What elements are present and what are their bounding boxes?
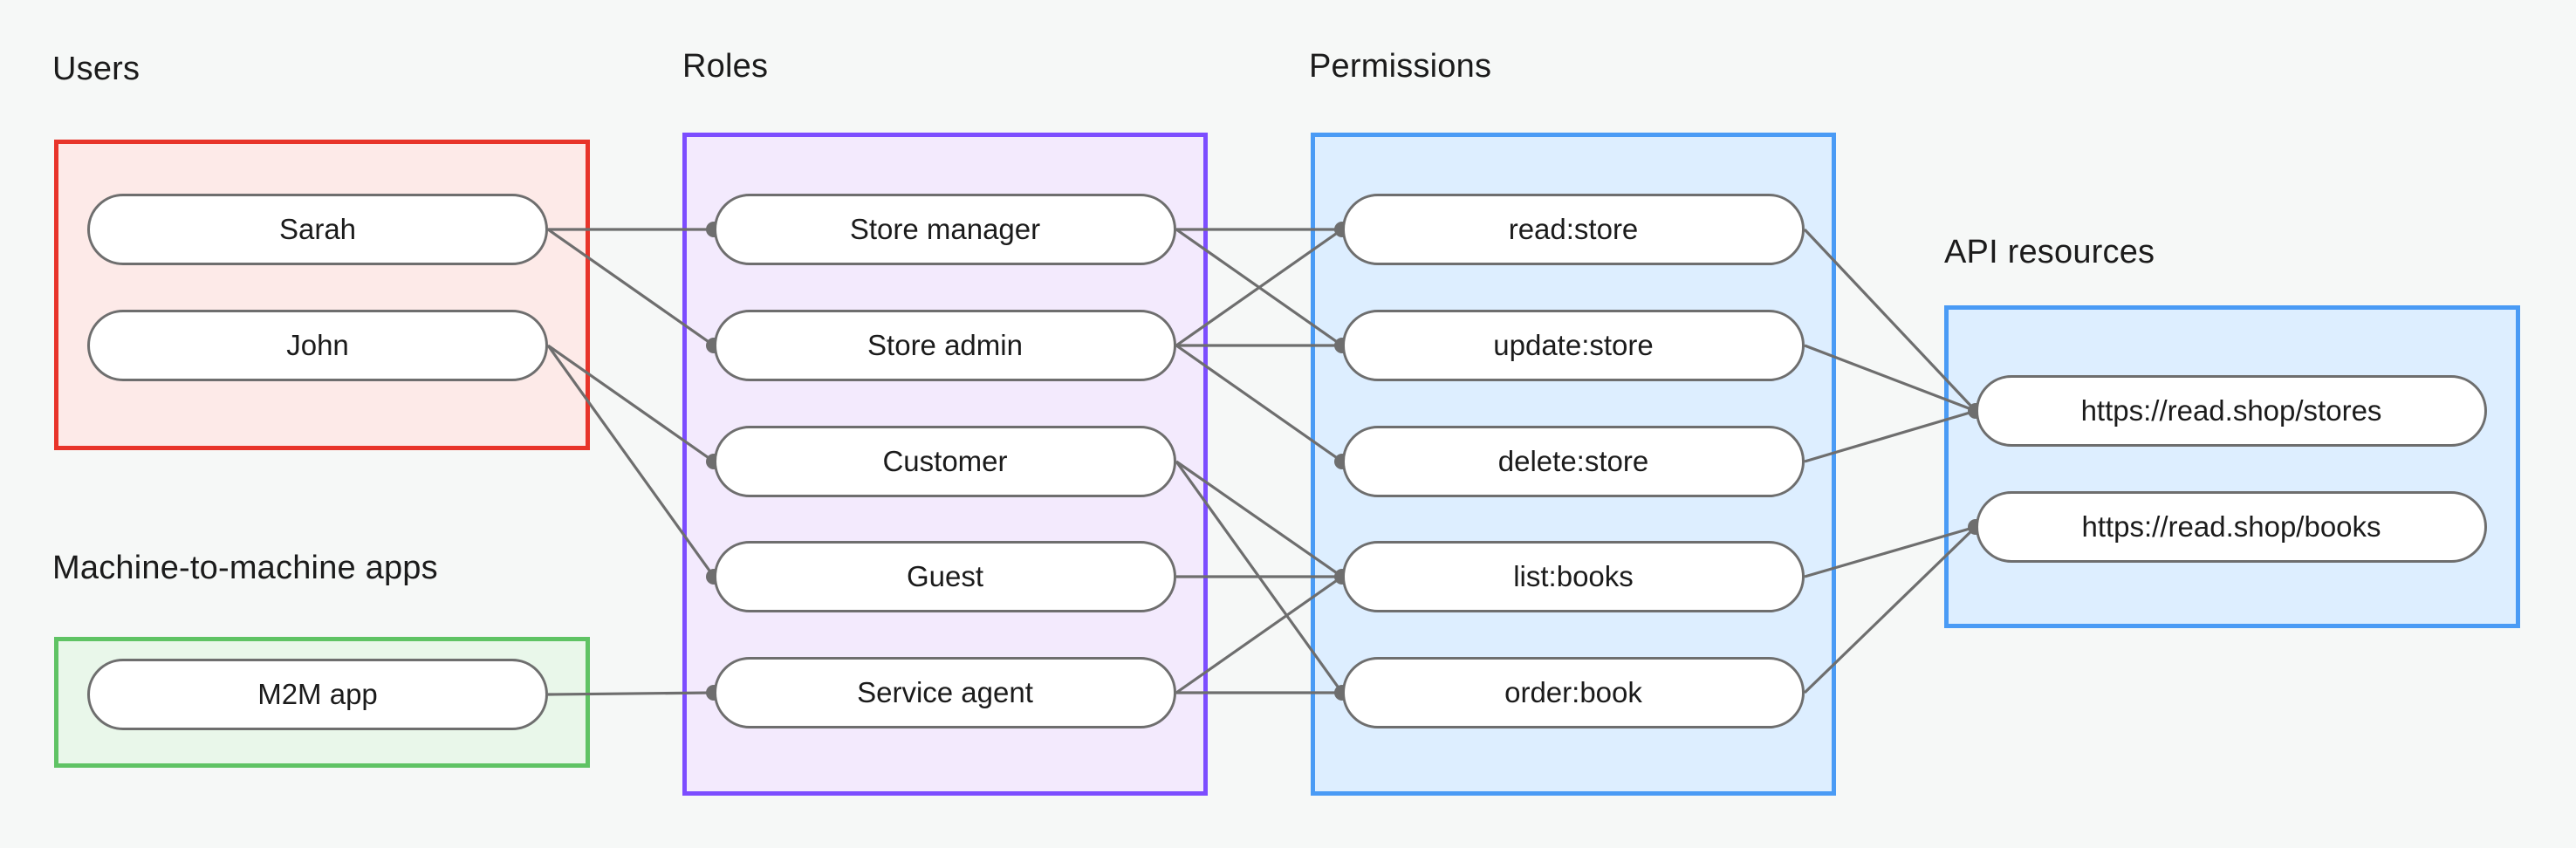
node-res-books[interactable]: https://read.shop/books [1976,491,2487,563]
group-label-permissions: Permissions [1309,48,1492,85]
node-store-manager[interactable]: Store manager [714,194,1176,265]
node-guest[interactable]: Guest [714,541,1176,612]
group-label-users: Users [52,51,140,87]
node-customer[interactable]: Customer [714,426,1176,497]
node-update-store[interactable]: update:store [1342,310,1805,381]
node-order-book[interactable]: order:book [1342,657,1805,728]
group-box-api [1944,305,2520,628]
group-label-roles: Roles [682,48,769,85]
node-list-books[interactable]: list:books [1342,541,1805,612]
node-sarah[interactable]: Sarah [87,194,548,265]
node-store-admin[interactable]: Store admin [714,310,1176,381]
node-delete-store[interactable]: delete:store [1342,426,1805,497]
node-service-agent[interactable]: Service agent [714,657,1176,728]
node-m2mapp[interactable]: M2M app [87,659,548,730]
group-box-users [54,140,590,450]
node-res-stores[interactable]: https://read.shop/stores [1976,375,2487,447]
node-john[interactable]: John [87,310,548,381]
group-label-m2m: Machine-to-machine apps [52,550,438,586]
group-label-api: API resources [1944,234,2155,270]
node-read-store[interactable]: read:store [1342,194,1805,265]
